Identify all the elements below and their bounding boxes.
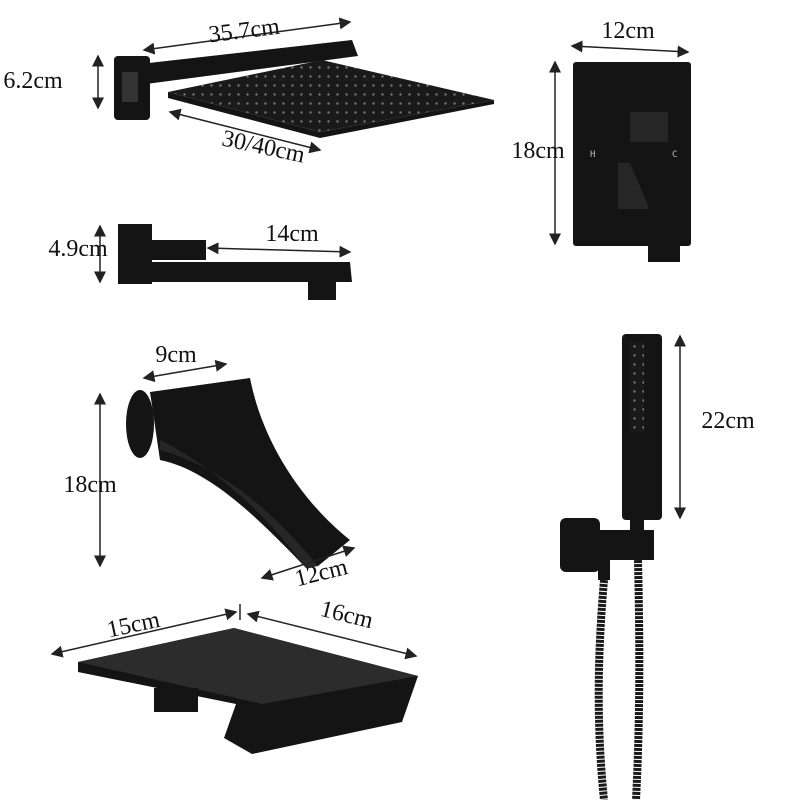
- hot-label: H: [590, 150, 595, 160]
- shower-head-size-label: 30/40cm: [220, 126, 308, 169]
- hand-shower-length-label: 22cm: [701, 408, 755, 434]
- valve-width-label: 12cm: [601, 18, 655, 44]
- tray-length-label: 16cm: [318, 596, 376, 634]
- spout-height-label: 4.9cm: [48, 236, 108, 262]
- waterfall-tray: 15cm 16cm: [50, 596, 418, 754]
- shower-arm-length-label: 35.7cm: [207, 14, 281, 49]
- rain-shower-head: 35.7cm 6.2cm 30/40cm: [3, 14, 494, 169]
- cold-label: C: [672, 150, 677, 160]
- spout-length-label: 14cm: [265, 221, 319, 247]
- mixer-valve: H C 12cm 18cm: [511, 18, 691, 262]
- valve-height-label: 18cm: [511, 138, 565, 164]
- shower-height-label: 6.2cm: [3, 68, 63, 94]
- hand-shower: 22cm: [560, 334, 755, 800]
- waterfall-width-label: 9cm: [155, 342, 197, 368]
- tub-spout: 4.9cm 14cm: [48, 221, 352, 300]
- waterfall-height-label: 18cm: [63, 472, 117, 498]
- tray-width-label: 15cm: [105, 607, 163, 644]
- waterfall-spout: 9cm 18cm 12cm: [63, 342, 356, 592]
